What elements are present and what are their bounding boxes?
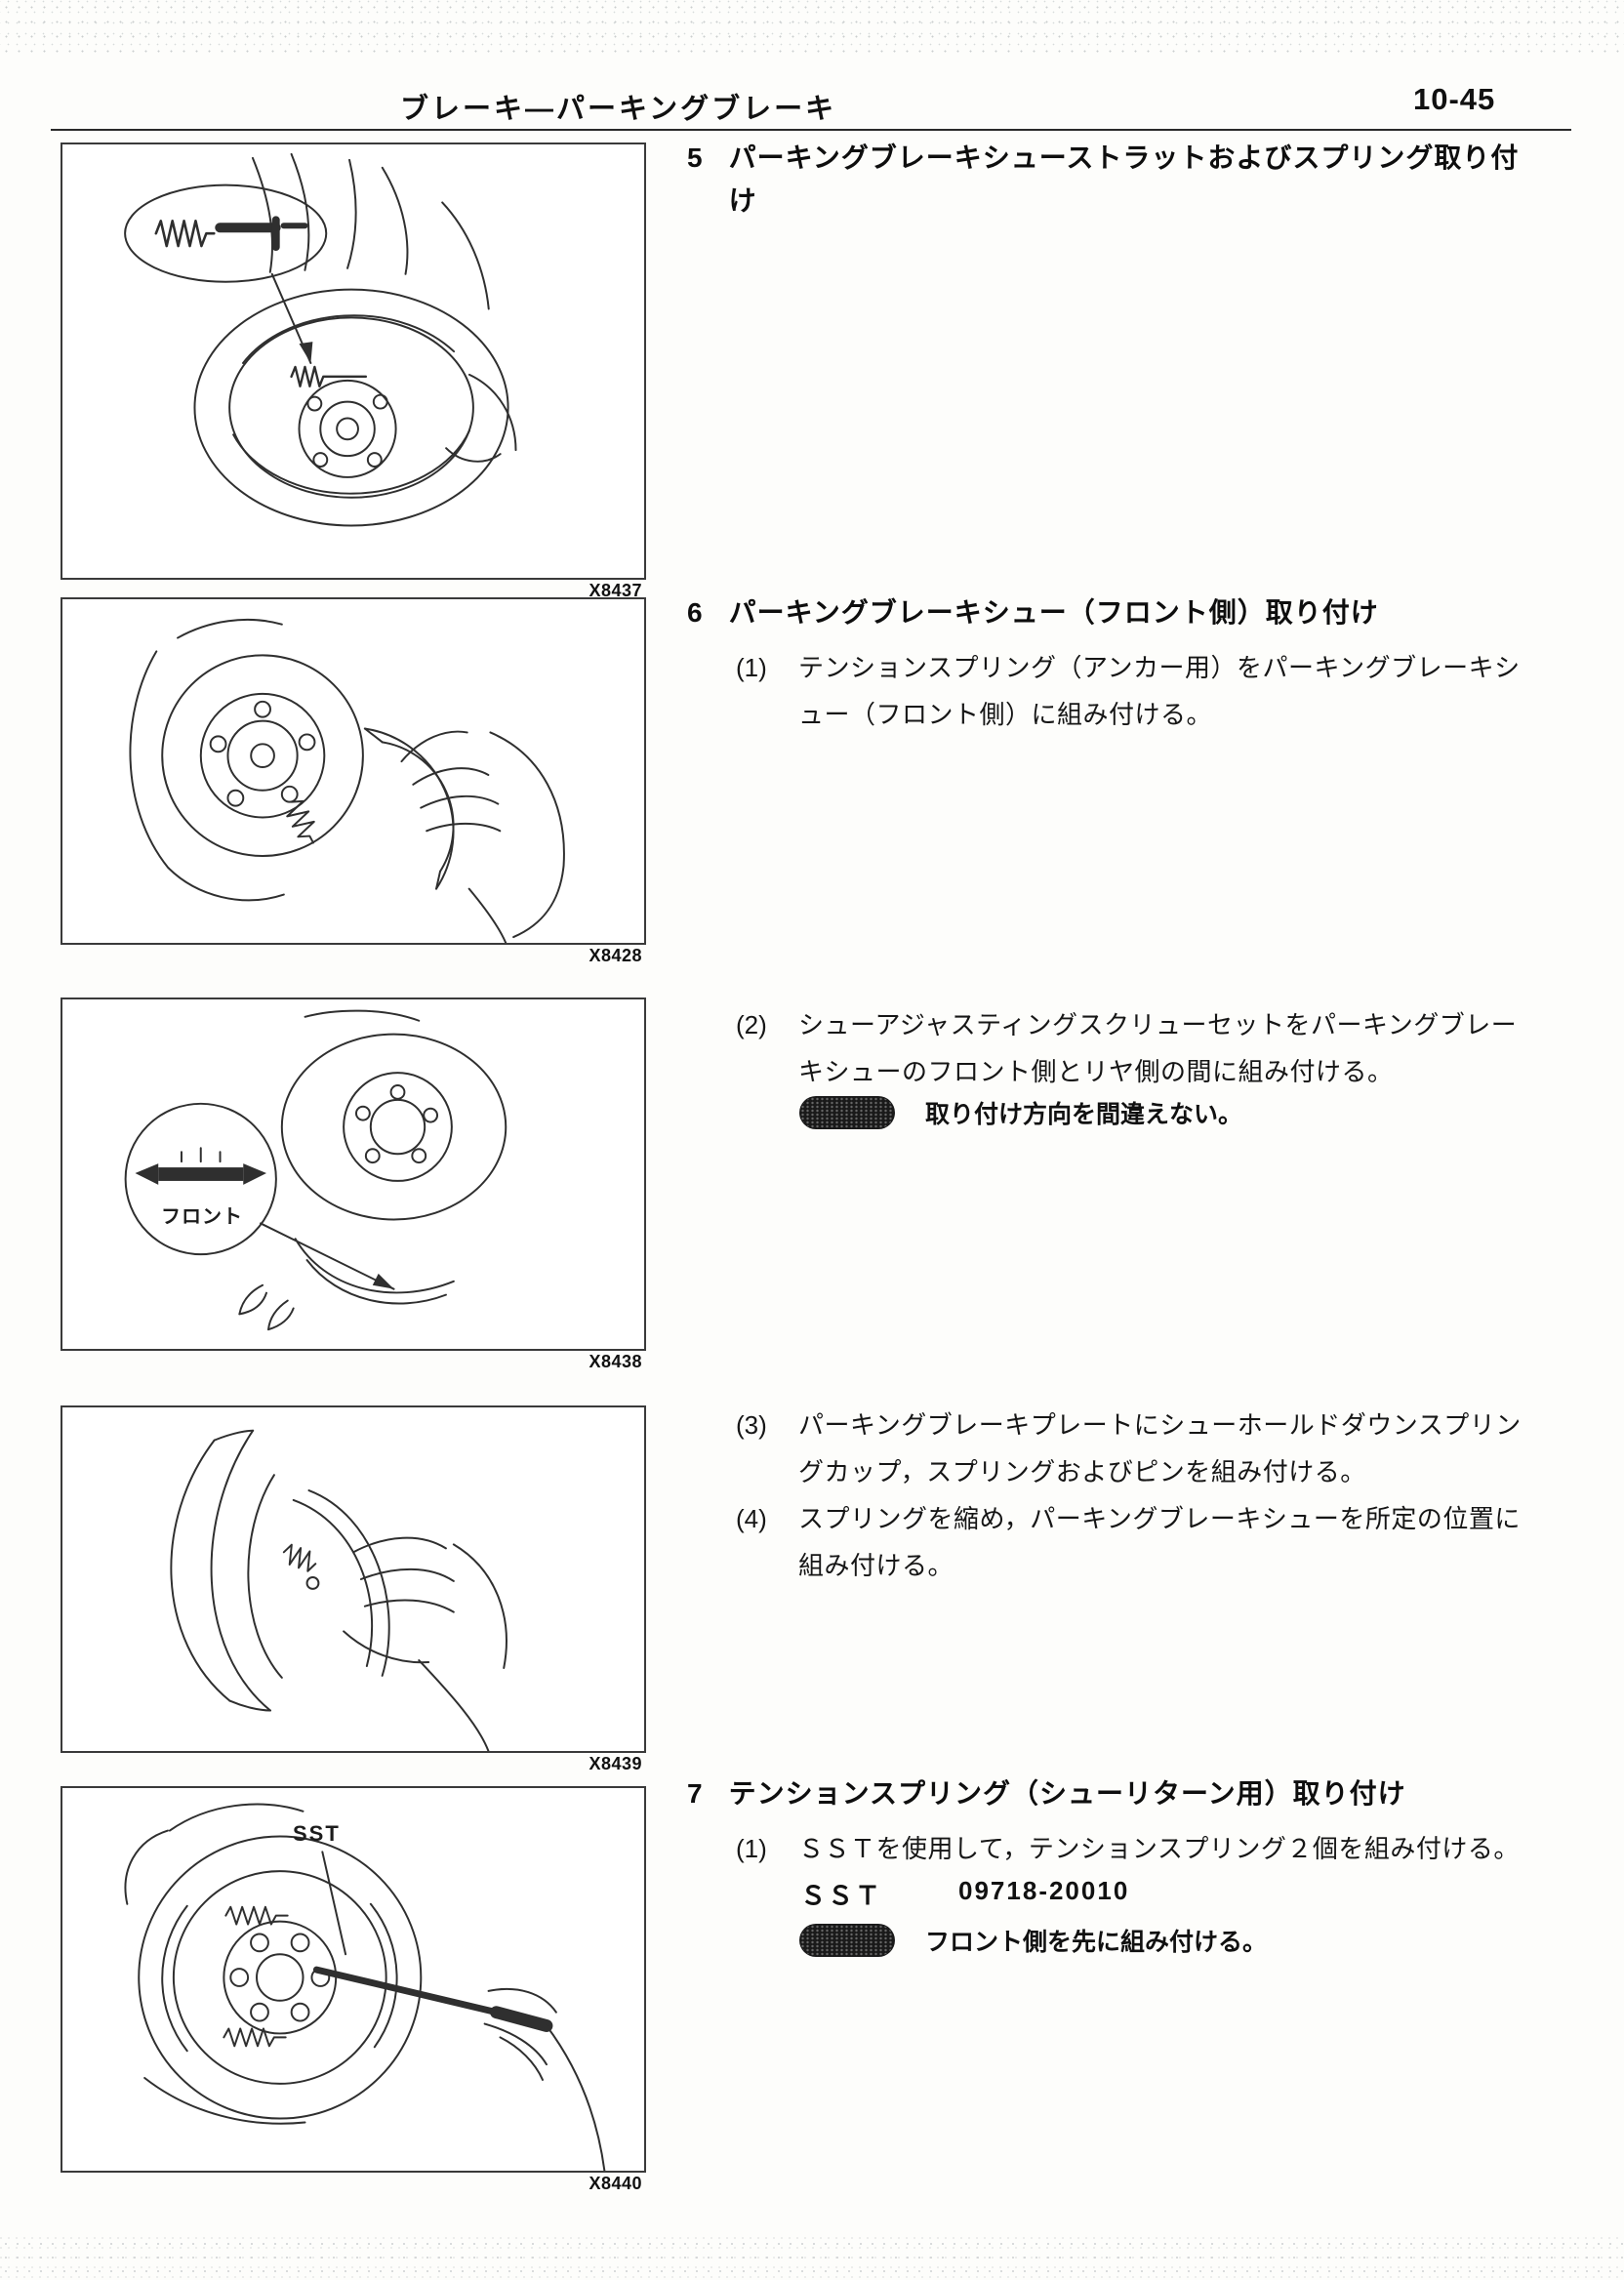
figure-code: X8438 [589, 1352, 642, 1371]
page-title: ブレーキ―パーキングブレーキ [400, 94, 837, 125]
figure-code: X8439 [589, 1754, 642, 1773]
figure-x8438: フロント X8438 [61, 998, 646, 1371]
figure-x8428: X8428 [61, 597, 646, 965]
step-text: パーキングブレーキプレートにシューホールドダウンスプリングカップ，スプリングおよ… [798, 1410, 1522, 1486]
sst-part-number-row: ＳＳＴ 09718-20010 [800, 1876, 1129, 1912]
step-number: (3) [736, 1410, 767, 1440]
figure-x8437: X8437 [61, 142, 646, 600]
adjusting-screw-direction-illustration [124, 1009, 508, 1331]
sst-tension-spring-illustration [124, 1803, 606, 2171]
step-6-1: (1) テンションスプリング（アンカー用）をパーキングブレーキシュー（フロント側… [736, 644, 1534, 738]
header-divider [51, 129, 1571, 131]
figure-code: X8440 [589, 2174, 642, 2193]
step-number: (1) [736, 1834, 767, 1863]
section-6-heading: 6 パーキングブレーキシュー（フロント側）取り付け [687, 591, 1546, 634]
step-text: ＳＳＴを使用して，テンションスプリング２個を組み付ける。 [798, 1834, 1520, 1863]
section-7-heading: 7 テンションスプリング（シューリターン用）取り付け [687, 1772, 1546, 1815]
step-number: (1) [736, 653, 767, 682]
caution-note-6-2: 取り付け方向を間違えない。 [800, 1095, 1242, 1130]
front-direction-label: フロント [161, 1206, 243, 1228]
figure-x8439: X8439 [61, 1405, 646, 1773]
brake-shoe-install-illustration [129, 619, 565, 943]
scan-noise-bottom [0, 2237, 1624, 2280]
caution-note-text: 取り付け方向を間違えない。 [925, 1101, 1243, 1128]
step-7-1: (1) ＳＳＴを使用して，テンションスプリング２個を組み付ける。 [736, 1825, 1534, 1872]
brake-strut-spring-illustration [124, 152, 517, 527]
page-number: 10-45 [1413, 82, 1496, 116]
figure-code: X8428 [589, 946, 642, 965]
step-number: (4) [736, 1504, 767, 1533]
sst-label: ＳＳＴ [800, 1881, 883, 1910]
caution-stamp-icon [800, 1925, 894, 1956]
section-5-heading: 5 パーキングブレーキシューストラットおよびスプリング取り付け [687, 137, 1546, 223]
hold-down-spring-illustration [170, 1429, 508, 1751]
section-title: パーキングブレーキシュー（フロント側）取り付け [728, 597, 1379, 628]
step-number: (2) [736, 1010, 767, 1039]
step-6-2: (2) シューアジャスティングスクリューセットをパーキングブレーキシューのフロン… [736, 1001, 1534, 1095]
section-number: 7 [687, 1778, 704, 1809]
sst-tool-label: SST [293, 1821, 341, 1846]
scan-noise-top [0, 0, 1624, 53]
figure-x8440: SST X8440 [61, 1786, 646, 2193]
step-text: スプリングを縮め，パーキングブレーキシューを所定の位置に組み付ける。 [798, 1504, 1521, 1580]
sst-part-number: 09718-20010 [958, 1876, 1130, 1905]
section-number: 5 [687, 142, 704, 173]
section-title: テンションスプリング（シューリターン用）取り付け [728, 1778, 1406, 1809]
section-title: パーキングブレーキシューストラットおよびスプリング取り付け [728, 142, 1520, 216]
caution-note-7: フロント側を先に組み付ける。 [800, 1923, 1267, 1958]
caution-note-text: フロント側を先に組み付ける。 [925, 1929, 1268, 1956]
section-number: 6 [687, 597, 704, 628]
caution-stamp-icon [800, 1097, 894, 1128]
step-text: テンションスプリング（アンカー用）をパーキングブレーキシュー（フロント側）に組み… [798, 653, 1521, 729]
figure-code: X8437 [589, 581, 642, 600]
step-6-3: (3) パーキングブレーキプレートにシューホールドダウンスプリングカップ，スプリ… [736, 1402, 1534, 1495]
step-text: シューアジャスティングスクリューセットをパーキングブレーキシューのフロント側とリ… [798, 1010, 1518, 1086]
step-6-4: (4) スプリングを縮め，パーキングブレーキシューを所定の位置に組み付ける。 [736, 1495, 1534, 1589]
